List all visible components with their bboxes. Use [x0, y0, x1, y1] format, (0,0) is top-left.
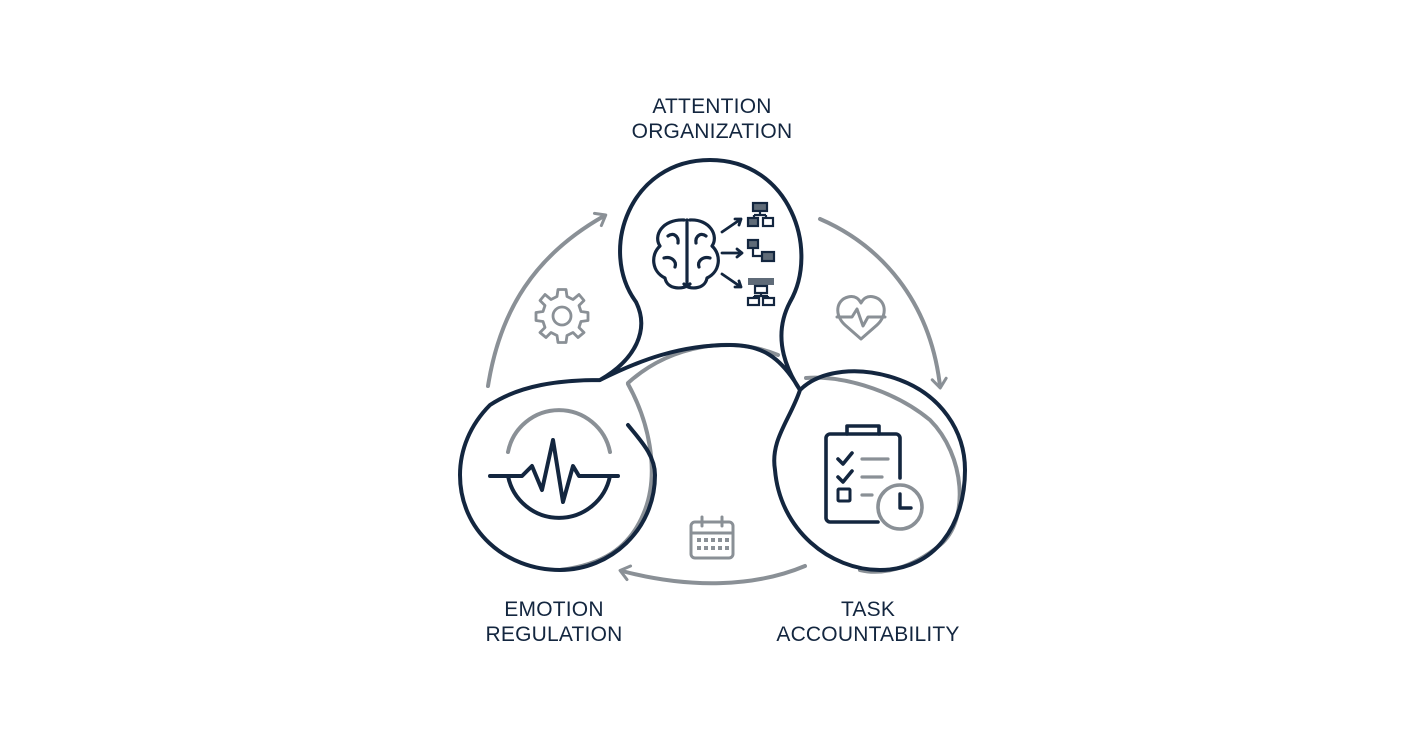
label-line: REGULATION [485, 623, 623, 646]
check-1 [836, 451, 854, 466]
node-outline [458, 158, 967, 572]
brain-flowchart-icon [652, 201, 776, 307]
clipboard-checklist-clock-icon [824, 424, 924, 531]
flowchart-icon-2 [746, 238, 776, 263]
arrow-task-to-emotion [618, 564, 807, 586]
pulse-bottom-arc [506, 474, 612, 520]
node-label-emotion-regulation: EMOTION REGULATION [454, 597, 654, 647]
clipboard-clip [845, 424, 881, 436]
brain-icon [652, 218, 720, 290]
heart-pulse-icon [835, 295, 887, 341]
node-label-task-accountability: TASK ACCOUNTABILITY [748, 597, 988, 647]
clock-icon [876, 483, 924, 531]
label-line: ACCOUNTABILITY [776, 623, 960, 646]
task-outer-outline [804, 375, 962, 574]
label-line: ATTENTION [652, 95, 772, 118]
heartbeat-pulse-icon [488, 438, 620, 520]
emotion-inner-arc [506, 408, 612, 454]
flowchart-icon-1 [746, 201, 775, 228]
calendar-icon [689, 515, 735, 560]
pulse-line [488, 438, 620, 504]
gear-icon [534, 288, 590, 344]
label-line: TASK [840, 598, 896, 621]
arrow-attention-to-task [818, 217, 948, 390]
flowchart-icon-3 [746, 278, 776, 307]
label-line: EMOTION [504, 598, 604, 621]
center-top-outline [626, 342, 780, 385]
node-label-attention-organization: ATTENTION ORGANIZATION [612, 94, 812, 144]
flowchart-arrows [720, 217, 744, 289]
check-2 [836, 469, 854, 484]
arrow-emotion-to-attention [486, 211, 608, 388]
label-line: ORGANIZATION [631, 120, 793, 143]
clipboard-board [824, 432, 902, 524]
cycle-arrows [486, 211, 948, 586]
unchecked-box [836, 487, 852, 503]
